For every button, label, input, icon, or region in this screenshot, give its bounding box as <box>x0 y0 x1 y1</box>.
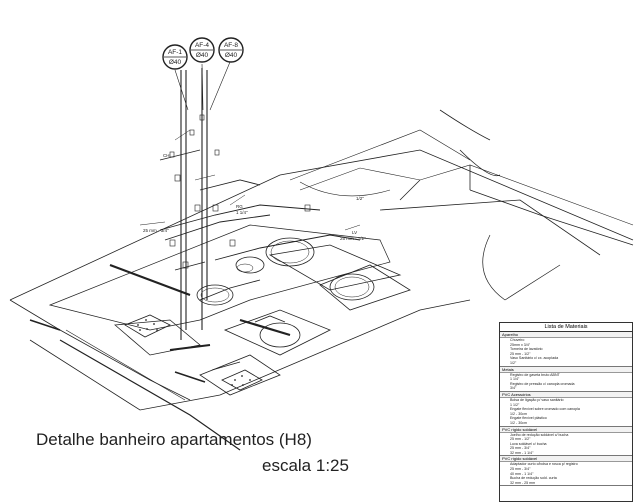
floor-drain-1 <box>259 322 301 348</box>
sink-slab <box>268 244 402 291</box>
materials-item: Torneira de lavatório <box>510 347 543 352</box>
materials-item: Engate flexível sobre cromado com canopl… <box>510 407 580 412</box>
tag-af-4: AF-4 Ø40 <box>189 37 215 63</box>
materials-item: 25 mm - 3/4" <box>510 446 531 451</box>
wall-outline-left <box>9 299 191 401</box>
materials-item: 3/4" <box>510 386 517 391</box>
materials-item: 1 1/2" <box>510 402 520 407</box>
materials-item: 1 1/4" <box>510 377 520 382</box>
materials-group: PVC rígido soldável Joelho de redução so… <box>500 426 632 457</box>
materials-group-heading: PVC rígido soldável <box>500 426 632 433</box>
door-swing-top <box>299 181 391 197</box>
tag-diameter: Ø40 <box>225 52 238 59</box>
drain-box-1 <box>124 314 171 338</box>
materials-group: PVC Acessórios Bolsa de ligação p/ vaso … <box>500 391 632 427</box>
materials-item: Bolsa de ligação p/ vaso sanitário <box>510 397 564 402</box>
door-swing-right <box>482 234 506 301</box>
shower-area <box>114 319 201 356</box>
materials-item: Luva soldável c/ bucha <box>510 441 547 446</box>
materials-item: Joelho de redução soldável c/ bucha <box>510 432 569 437</box>
materials-item: 25mm x 3/4" <box>510 342 531 347</box>
materials-item: Adaptador curto c/bolsa e rosca p/ regis… <box>510 462 578 467</box>
materials-item: Vaso Sanitário c/ cx. acoplada <box>510 356 559 361</box>
tag-diameter: Ø40 <box>196 52 209 59</box>
pipe-risers <box>180 68 208 340</box>
label-lv-size: 25 mm - 1/2" <box>340 236 366 241</box>
materials-list-title: Lista de Materiais <box>500 323 632 332</box>
wall-outline-top <box>9 149 634 301</box>
label-pipe-left: 25 mm - 3/4" <box>143 228 169 233</box>
materials-group: PVC rígido soldável Adaptador curto c/bo… <box>500 456 632 487</box>
wall-lower-left <box>59 339 241 451</box>
drawing-scale: escala 1:25 <box>262 456 349 475</box>
label-rg-size: 1 1/4" <box>236 210 248 215</box>
label-rg: RG <box>236 204 243 209</box>
materials-item: 1/2 - 30cm <box>510 411 527 416</box>
tag-code: AF-4 <box>195 42 209 49</box>
materials-list: Lista de Materiais Aparelho Chuveiro 25m… <box>499 322 633 502</box>
materials-item: Bucha de redução sold. curta <box>510 476 557 481</box>
floor-slab-3 <box>223 309 331 356</box>
tag-af-1: AF-1 Ø40 <box>162 44 188 70</box>
tag-af-8: AF-8 Ø40 <box>218 37 244 63</box>
materials-item: Chuveiro <box>510 338 525 342</box>
drain-box-2 <box>221 369 263 391</box>
label-lv: LV <box>352 230 357 235</box>
tag-code: AF-8 <box>224 42 238 49</box>
materials-item: 1/2" <box>510 360 517 365</box>
tag-diameter: Ø40 <box>169 59 182 66</box>
bathroom-floor <box>48 224 391 331</box>
materials-item: 25 mm - 1/2" <box>510 437 531 442</box>
basin-fixture-2 <box>329 273 375 301</box>
materials-item: 40 mm - 1 1/4" <box>510 471 534 476</box>
materials-item: 1/2 - 30cm <box>510 420 527 425</box>
label-pipe-right: 1/2" <box>356 196 364 201</box>
materials-item: 25 mm - 3/4" <box>510 467 531 472</box>
materials-group-heading: Aparelho <box>500 332 632 338</box>
materials-item: 25 mm - 1/2" <box>510 351 531 356</box>
floor-slab-4 <box>199 354 281 396</box>
materials-group-heading: Metais <box>500 366 632 373</box>
materials-group-heading: PVC rígido soldável <box>500 456 632 463</box>
materials-item: Registro de pressão c/ canopla cromada <box>510 381 575 386</box>
materials-item: 32 mm - 1 1/4" <box>510 450 534 455</box>
tag-code: AF-1 <box>168 49 182 56</box>
materials-item: Registro de gaveta bruto ABNT <box>510 372 560 377</box>
floor-slab-2 <box>319 264 411 311</box>
materials-group: Aparelho Chuveiro 25mm x 3/4" Torneira d… <box>500 332 632 367</box>
materials-group: Metais Registro de gaveta bruto ABNT 1 1… <box>500 366 632 392</box>
materials-group-heading: PVC Acessórios <box>500 391 632 398</box>
wall-outline-bottom <box>29 299 471 411</box>
label-ch: CH <box>163 153 170 158</box>
materials-item: 32 mm - 25 mm <box>510 480 536 485</box>
basin-fixture-1 <box>265 237 315 267</box>
drawing-title: Detalhe banheiro apartamentos (H8) <box>36 430 312 449</box>
materials-item: Engate flexível plástico <box>510 416 547 421</box>
